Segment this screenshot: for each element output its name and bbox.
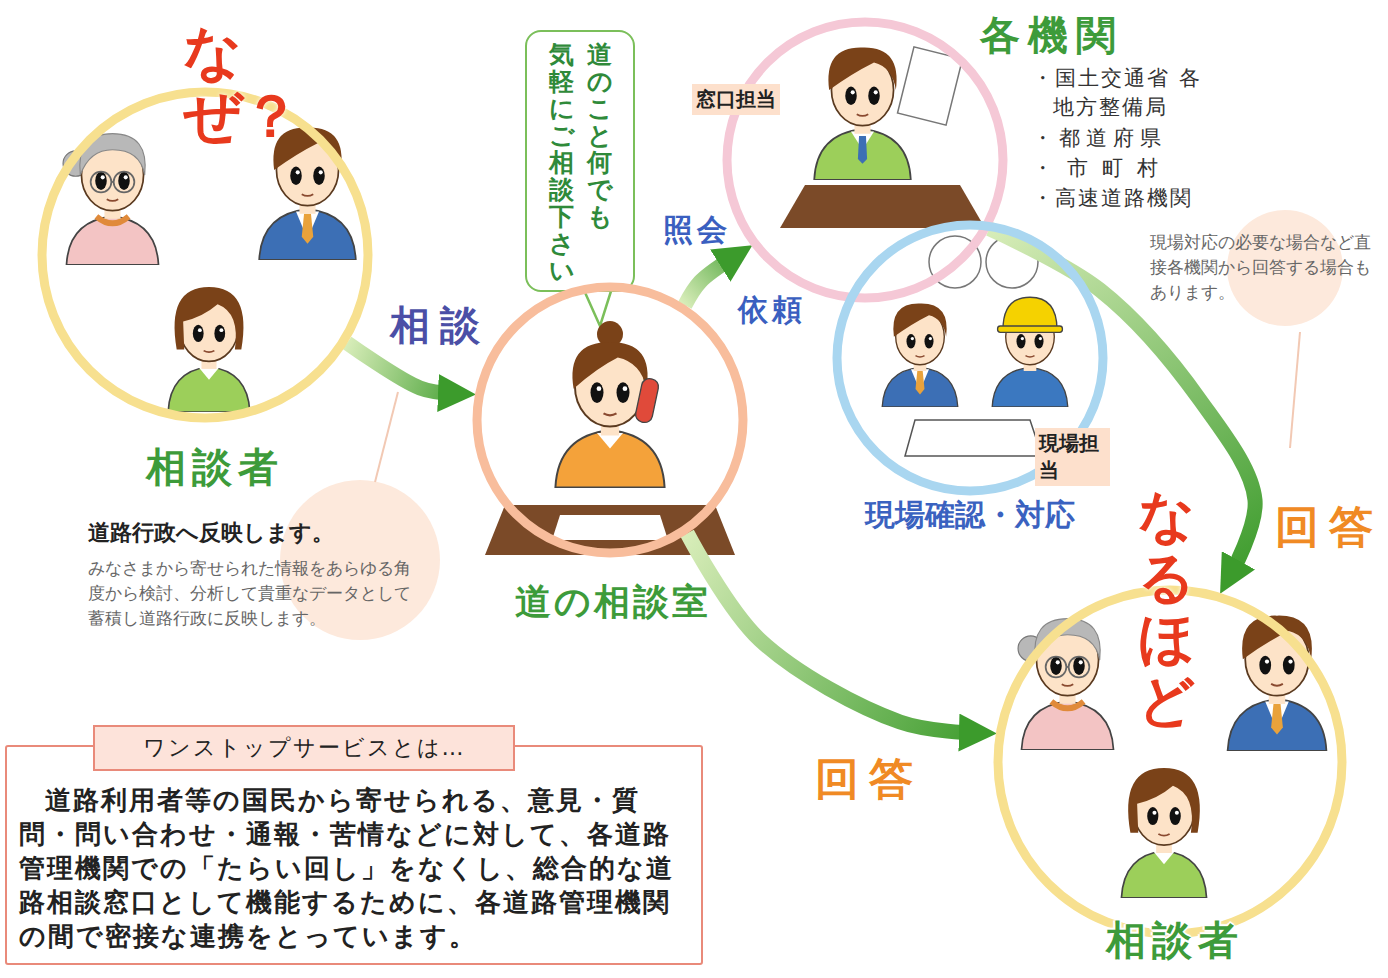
node-text: 現場確認・対応 (830, 495, 1110, 536)
text-slot: 道路利用者等の国民から寄せられる、意見・質問・問い合わせ・通報・苦情などに対して… (19, 783, 689, 953)
woman-figure (1121, 768, 1206, 898)
text-char: 下 (549, 204, 574, 229)
text-char: 気 (549, 42, 574, 67)
text-slot: 現場対応の必要な場合など直接各機関から回答する場合もあります。 (1150, 230, 1378, 305)
info-box: ワンストップサービスとは…道路利用者等の国民から寄せられる、意見・質問・問い合わ… (5, 745, 703, 965)
worker-figure (992, 297, 1068, 407)
node-text: みなさまから寄せられた情報をあらゆる角度から検討、分析して貴重なデータとして蓄積… (88, 556, 423, 631)
circle-outline (830, 222, 1110, 537)
text-slot: 相談 (390, 298, 490, 353)
text-slot: ・市町村 (1032, 154, 1222, 183)
staff-figure (882, 303, 958, 407)
site-paper (905, 420, 1042, 456)
flow-arrow (687, 533, 974, 733)
node-text: 相談者 (105, 440, 325, 495)
consulter-circle: なぜ？ 相談者 (35, 15, 385, 495)
text-slot: みなさまから寄せられた情報をあらゆる角度から検討、分析して貴重なデータとして蓄積… (88, 556, 423, 631)
speech-bubble: 道のこと何でも 気軽にご相談下さい (525, 30, 635, 292)
bubble-tail (583, 288, 612, 326)
text-char: も (587, 204, 613, 229)
text-slot: 各機関 (980, 8, 1124, 63)
text-char: い (549, 258, 575, 283)
text-slot: ・高速道路機関 (1032, 184, 1222, 213)
clerk-figure (814, 47, 911, 179)
node-text: ・高速道路機関 (1032, 184, 1222, 213)
man-figure (259, 127, 356, 259)
text-slot: ・都道府県 (1032, 124, 1222, 153)
node-text: 道路利用者等の国民から寄せられる、意見・質問・問い合わせ・通報・苦情などに対して… (19, 783, 689, 953)
operator-figure (555, 321, 664, 487)
text-slot: ・国土交通省 各地方整備局 (1032, 64, 1222, 122)
node-text: 道路行政へ反映します。 (88, 518, 423, 548)
node-text: ・都道府県 (1032, 124, 1222, 153)
text-char: 相 (549, 150, 574, 175)
node-text: ワンストップサービスとは… (93, 725, 515, 771)
site-circle: 現場担当現場確認・対応 (830, 222, 1110, 537)
node-text: 相談者 (1065, 913, 1285, 968)
text-char: こ (587, 96, 613, 121)
node-text: 窓口担当 (692, 84, 780, 115)
text-slot: 相談者 (105, 440, 325, 495)
text-slot: 相談者 (1065, 913, 1285, 968)
text-slot: 依頼 (738, 290, 806, 331)
text-char: に (549, 96, 575, 121)
leader-line (375, 392, 398, 482)
node-text: 道のこと何でも 気軽にご相談下さい (527, 32, 633, 290)
consult-room-circle: 道の相談室 (470, 283, 755, 638)
woman-figure (168, 287, 250, 412)
node-text: 道の相談室 (470, 578, 755, 627)
agency-circle: 窓口担当 各機関・国土交通省 各地方整備局・都道府県・市町村・高速道路機関 (680, 8, 1225, 308)
text-slot: 回答 (815, 750, 923, 809)
text-char: ご (549, 123, 575, 148)
desk-paper (552, 515, 668, 540)
node-text: 各機関 (980, 8, 1124, 63)
node-text: なるほど (1138, 485, 1194, 731)
node-text: 現場対応の必要な場合など直接各機関から回答する場合もあります。 (1150, 230, 1378, 305)
node-text: 現場担当 (1035, 428, 1110, 486)
text-char: 談 (549, 177, 574, 202)
text-char: 軽 (549, 69, 574, 94)
edge-label: 回答 (815, 750, 923, 809)
man-figure (1228, 616, 1327, 751)
elder-figure (1018, 619, 1113, 750)
text-slot: ワンストップサービスとは… (93, 725, 515, 771)
text-slot: 道のこと何でも 気軽にご相談下さい (527, 32, 633, 290)
flow-arrow (685, 258, 733, 306)
text-slot: 窓口担当 (692, 84, 780, 115)
edge-label: 回答 (1275, 498, 1383, 557)
leader-line (1290, 332, 1300, 448)
text-slot: なぜ？ (183, 21, 241, 149)
text-char: 何 (587, 150, 612, 175)
text-char: さ (549, 231, 575, 256)
text-char: で (587, 177, 613, 202)
node-text: なぜ？ (183, 21, 241, 149)
text-char: の (587, 69, 613, 94)
node-text: ・国土交通省 各地方整備局 (1032, 64, 1222, 122)
node-text: ・市町村 (1032, 154, 1222, 183)
flow-arrow (347, 343, 453, 394)
circle-ring (727, 22, 1003, 298)
text-slot: 照会 (663, 210, 731, 251)
circle-ring (477, 287, 743, 553)
free-label: 依頼 (738, 290, 806, 331)
text-slot: なるほど (1138, 485, 1194, 731)
text-slot: 回答 (1275, 498, 1383, 557)
text-char: 道 (587, 42, 612, 67)
text-char: と (587, 123, 613, 148)
text-slot: 道路行政へ反映します。 (88, 518, 423, 548)
note: 現場対応の必要な場合など直接各機関から回答する場合もあります。 (1150, 230, 1378, 305)
text-slot: 現場担当 (1035, 428, 1110, 486)
edge-label: 照会 (663, 210, 731, 251)
edge-label: 相談 (390, 298, 490, 353)
note: 道路行政へ反映します。みなさまから寄せられた情報をあらゆる角度から検討、分析して… (88, 518, 423, 631)
text-slot: 道の相談室 (470, 578, 755, 627)
text-slot: 現場確認・対応 (830, 495, 1110, 536)
